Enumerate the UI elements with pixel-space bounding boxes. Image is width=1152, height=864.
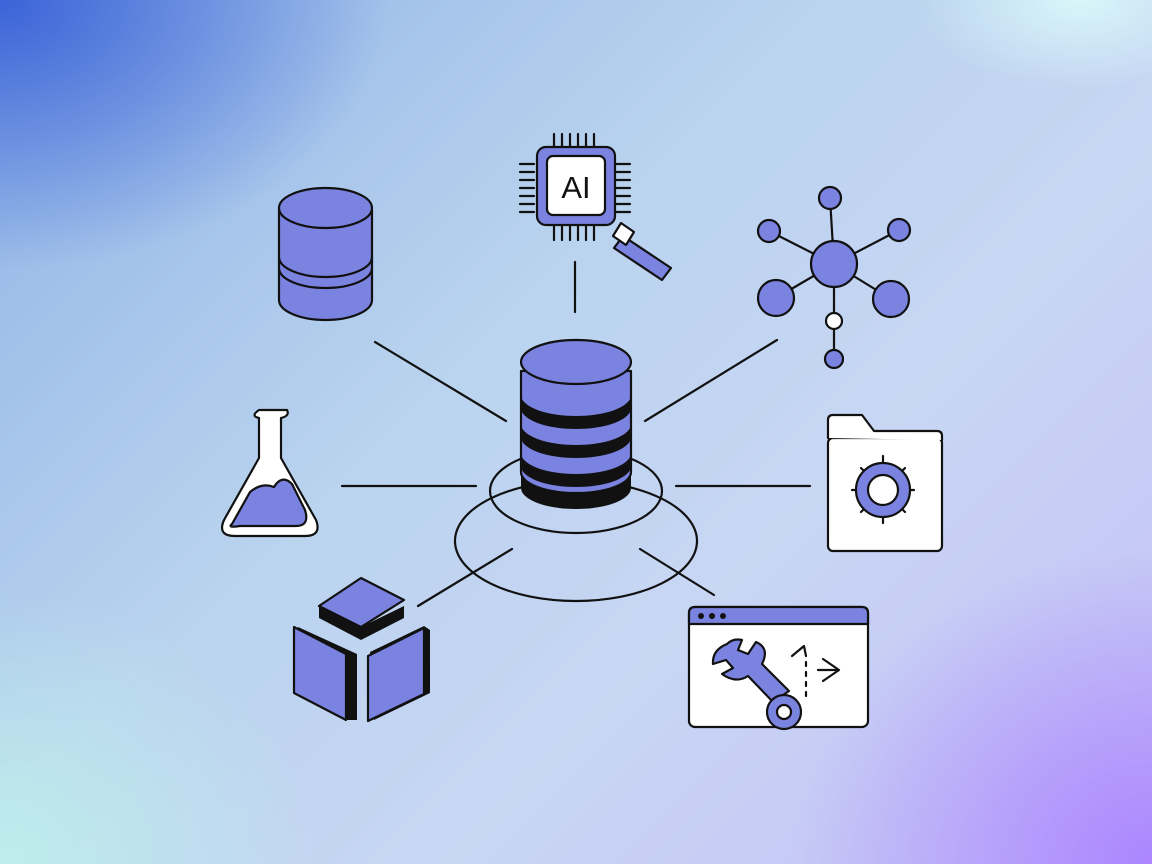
network-graph-icon: [756, 185, 912, 370]
connector-cube: [416, 547, 514, 608]
database-icon: [277, 186, 374, 322]
browser-wrench-icon: [687, 605, 870, 731]
flask-icon: [220, 408, 319, 538]
central-database-icon: [519, 338, 633, 509]
folder-gear-icon: [826, 413, 944, 553]
connector-network: [643, 338, 779, 423]
ai-chip-icon: AI: [518, 132, 673, 282]
connector-lines: [340, 260, 812, 608]
chip-pins: [518, 132, 632, 242]
wrench-icon: [711, 638, 803, 731]
probe-icon: [611, 221, 673, 282]
code-arrow-icon: [790, 644, 841, 698]
connector-browser: [638, 547, 716, 597]
connector-database: [373, 340, 508, 423]
chip-label: AI: [561, 170, 590, 205]
cube-icon: [292, 576, 430, 723]
